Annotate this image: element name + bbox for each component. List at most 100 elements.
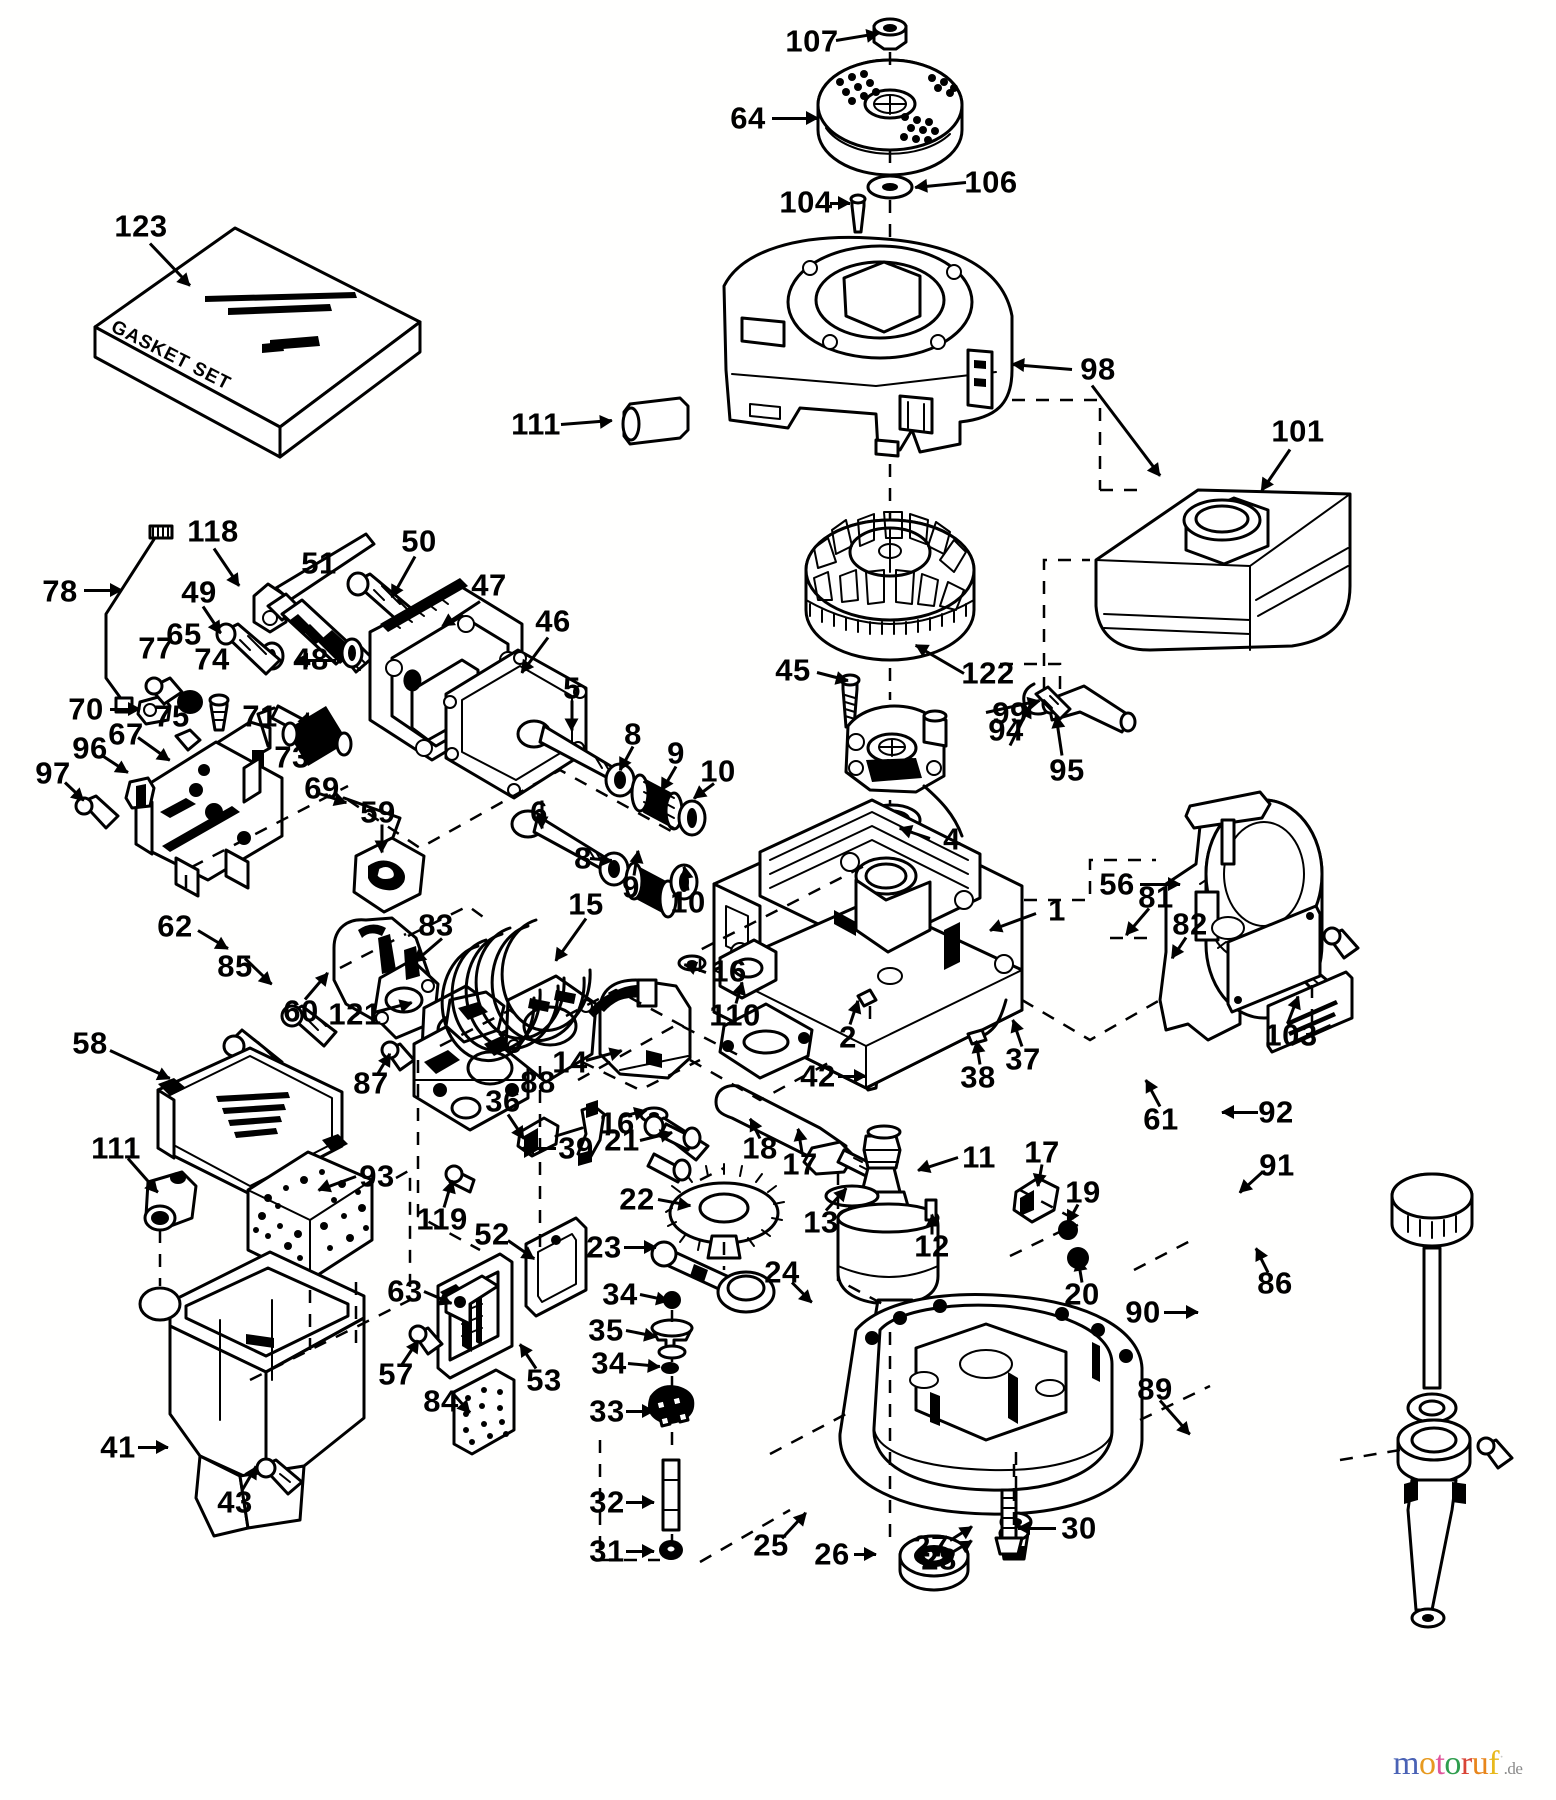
spark-plug-washer-51-part (340, 637, 364, 669)
dowel-pin-21b-part (646, 1152, 692, 1184)
callout-governor-gear: 33 (589, 1393, 625, 1429)
callout-cylinder-block: 1 (1048, 892, 1066, 928)
callout-screw: 43 (217, 1484, 253, 1520)
callout-nameplate: 81 (1138, 879, 1174, 915)
oil-seal-26-part (898, 1534, 970, 1592)
callout-screw: 97 (35, 755, 71, 791)
oil-pan-bolt-part (994, 1488, 1024, 1556)
callout-spark-plug: 51 (301, 545, 337, 581)
callout-screw: 85 (217, 948, 253, 984)
callout-camshaft-gear: 22 (619, 1181, 655, 1217)
intake-gasket-59-part (352, 836, 426, 914)
watermark-letter: r (1460, 1745, 1472, 1782)
governor-stack (648, 1291, 695, 1560)
callout-screw: 87 (353, 1065, 389, 1101)
blower-housing-part (722, 235, 1014, 458)
air-cleaner-cover-part (156, 1046, 348, 1196)
oil-dipper-part (1012, 1176, 1060, 1224)
breather-tube-part (966, 998, 1008, 1046)
valve-retainer-10a-part (677, 799, 707, 837)
callout-o-ring: 91 (1259, 1147, 1295, 1183)
callout-piston-ring-set: 15 (568, 886, 604, 922)
callout-head-gasket: 46 (535, 603, 571, 639)
callout-intake-valve: 6 (530, 794, 548, 830)
callout-governor-arm: 39 (558, 1130, 594, 1166)
callout-carburetor-gasket: 83 (418, 907, 454, 943)
callout-washer: 34 (602, 1276, 638, 1312)
callout-air-filter-element: 93 (359, 1158, 395, 1194)
callout-spring: 77 (138, 630, 174, 666)
grommet-111-upper-part (621, 396, 690, 446)
callout-fuel-tank: 101 (1271, 413, 1325, 449)
callout-grommet: 111 (91, 1130, 141, 1166)
intake-gasket-110-part (718, 1002, 814, 1080)
decal-61-part (1266, 970, 1354, 1054)
callout-screw: 65 (166, 616, 202, 652)
piston-rings-part (440, 918, 592, 1063)
breather-filter-part (452, 1368, 516, 1456)
callout-flywheel-key-screw: 45 (775, 652, 811, 688)
callout-air-cleaner-cover: 58 (72, 1025, 108, 1061)
callout-crankshaft: 11 (962, 1139, 996, 1175)
callout-clip: 96 (72, 730, 108, 766)
callout-exhaust-valve: 5 (563, 670, 581, 706)
callout-drain-plug: 28 (921, 1541, 957, 1577)
callout-screw: 104 (779, 184, 833, 220)
fuel-tank-part (1094, 488, 1352, 652)
screw-104-part (849, 193, 867, 234)
callout-dipstick: 92 (1258, 1094, 1294, 1130)
screw-82-part (1322, 926, 1360, 960)
callout-screw: 49 (181, 574, 217, 610)
callout-decal: 61 (1143, 1101, 1179, 1137)
callout-recoil-starter: 56 (1099, 866, 1135, 902)
flywheel-nut-part (872, 17, 908, 51)
callout-oil-seal: 26 (814, 1536, 850, 1572)
callout-valve-spring: 9 (622, 869, 640, 905)
callout-valve-retainer: 10 (700, 753, 736, 789)
callout-screw: 86 (1257, 1265, 1293, 1301)
callout-valve-spring: 9 (667, 735, 685, 771)
callout-carburetor: 121 (328, 996, 382, 1032)
callout-valve-spring-cap: 8 (624, 716, 642, 752)
callout-bushing: 75 (154, 698, 190, 734)
callout-clamp: 70 (68, 691, 104, 727)
callout-oil-seal: 4 (943, 821, 961, 857)
callout-camshaft: 23 (586, 1229, 622, 1265)
callout-breather-tube: 37 (1005, 1041, 1041, 1077)
callout-cylinder-head: 47 (471, 567, 507, 603)
callout-spark-plug-lead: 118 (187, 513, 239, 549)
callout-flywheel-nut: 107 (785, 23, 839, 59)
callout-spark-plug-washer: 48 (293, 641, 329, 677)
callout-piston-pin-clip: 42 (800, 1058, 836, 1094)
callout-governor-shaft: 32 (589, 1484, 625, 1520)
callout-valve-retainer: 10 (670, 884, 706, 920)
carburetor-part (412, 990, 536, 1132)
oil-fill-tube-part (1396, 1418, 1472, 1629)
callout-oil-pan: 25 (753, 1527, 789, 1563)
callout-dowel-pin: 21 (604, 1122, 640, 1158)
woodruff-key-part (924, 1198, 938, 1222)
watermark-letter: o (1418, 1745, 1436, 1782)
callout-dowel-pin: 16 (599, 1105, 635, 1141)
screw-43-part (255, 1457, 304, 1496)
callout-blower-housing: 98 (1080, 351, 1116, 387)
callout-screw: 119 (416, 1201, 468, 1237)
callout-oil-dipper: 17 (1024, 1134, 1060, 1170)
washer-106-part (866, 174, 914, 200)
screw-85-part (280, 1004, 338, 1048)
air-cleaner-body-part (138, 1250, 366, 1538)
screw-87-part (380, 1040, 416, 1072)
callout-rod-cap: 17 (782, 1146, 818, 1182)
callout-air-cleaner-body: 41 (100, 1429, 136, 1465)
callout-governor-spool: 35 (588, 1312, 624, 1348)
callout-clamp: 89 (1137, 1371, 1173, 1407)
piston-part (588, 978, 692, 1080)
camshaft-part (650, 1240, 776, 1314)
callout-washer: 27 (913, 1528, 949, 1564)
callout-washer: 106 (964, 164, 1018, 200)
watermark-letter: f (1488, 1745, 1500, 1782)
callout-breather-assembly: 53 (526, 1362, 562, 1398)
callout-gasket-set: 123 (114, 208, 168, 244)
